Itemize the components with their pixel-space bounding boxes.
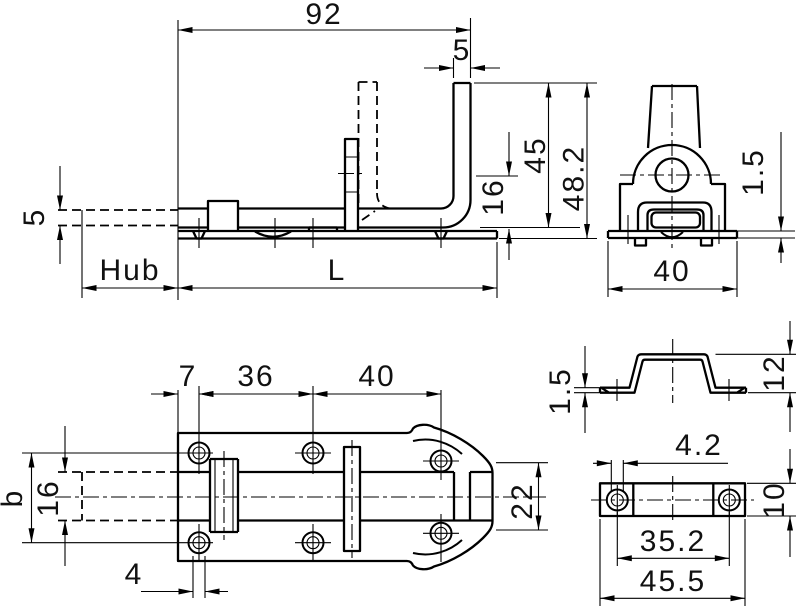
end-centerlines <box>620 84 724 252</box>
staple-plan-centerlines <box>591 476 754 524</box>
dim-92: 92 <box>177 0 472 300</box>
side-dashed-positions <box>58 81 391 227</box>
end-bolt-body <box>606 84 739 247</box>
staple-plan-ticks <box>616 485 730 515</box>
dim-1-5-staple: 1.5 <box>544 346 601 433</box>
dim-label-40-plan: 40 <box>358 360 395 393</box>
side-detail-lines <box>198 156 442 248</box>
dim-1-5-end: 1.5 <box>737 132 784 263</box>
dim-label-L: L <box>328 254 347 287</box>
view-end: 40 1.5 <box>606 84 795 297</box>
dim-label-16-side: 16 <box>477 178 510 215</box>
view-staple-side: 1.5 12 <box>544 321 796 433</box>
view-staple-plan: 4.2 35.2 45.5 10 <box>591 429 796 606</box>
view-side-elevation: 92 5 45 48.2 16 <box>18 0 597 300</box>
end-detail-lines <box>627 215 795 244</box>
staple-plan-dimensions: 4.2 35.2 45.5 10 <box>593 429 796 606</box>
dim-label-4: 4 <box>125 558 144 591</box>
dim-label-48-2: 48.2 <box>558 145 591 211</box>
dim-hub: Hub <box>81 210 178 298</box>
dim-label-45: 45 <box>519 136 552 173</box>
dim-48-2: 48.2 <box>499 83 597 240</box>
dim-label-1-5-end: 1.5 <box>737 148 770 196</box>
dim-label-5-handle: 5 <box>453 34 472 67</box>
dim-label-12: 12 <box>758 354 791 391</box>
dim-label-b: b <box>0 489 29 508</box>
dim-label-35-2: 35.2 <box>640 525 706 558</box>
plan-centerlines <box>55 440 546 558</box>
dim-label-4-2: 4.2 <box>675 429 723 462</box>
dim-label-92: 92 <box>305 0 342 31</box>
dim-label-40-end: 40 <box>653 255 690 288</box>
end-dimensions: 40 1.5 <box>607 132 784 297</box>
dim-16-side: 16 <box>476 132 518 260</box>
dim-L: L <box>178 242 498 298</box>
dim-label-45-5: 45.5 <box>640 565 706 598</box>
dim-4-2: 4.2 <box>593 429 728 492</box>
dim-45: 45 <box>474 82 597 229</box>
side-dimensions: 92 5 45 48.2 16 <box>18 0 597 300</box>
dim-label-hub: Hub <box>99 254 160 287</box>
dim-label-22: 22 <box>506 482 539 519</box>
dim-label-7: 7 <box>179 360 198 393</box>
plan-dashed-bolt-extended <box>58 471 178 522</box>
dim-40-plan: 40 <box>313 360 441 397</box>
dim-16-plan: 16 <box>32 426 68 566</box>
dim-5-rod: 5 <box>18 166 63 264</box>
dim-12: 12 <box>715 321 796 432</box>
dim-5-handle: 5 <box>424 34 500 78</box>
dim-label-16-plan: 16 <box>32 479 65 516</box>
plan-bolt-body <box>176 423 494 571</box>
plan-dimensions: 7 36 40 b 16 4 <box>0 360 548 598</box>
dim-b: b <box>0 453 35 543</box>
staple-side-ticks <box>616 379 730 401</box>
dim-10: 10 <box>747 449 796 557</box>
plan-head-inner-arcs <box>412 438 463 556</box>
staple-side-dimensions: 1.5 12 <box>544 321 796 433</box>
plan-detail-lines <box>22 386 459 562</box>
dim-label-36: 36 <box>237 360 274 393</box>
dim-22: 22 <box>496 462 548 531</box>
dim-40-end: 40 <box>607 241 738 297</box>
dim-label-10: 10 <box>758 481 791 518</box>
dim-label-5-rod: 5 <box>18 208 51 227</box>
dim-45-5: 45.5 <box>599 519 746 606</box>
dim-label-1-5-staple: 1.5 <box>544 367 577 415</box>
dim-4: 4 <box>125 556 228 598</box>
view-plan: 7 36 40 b 16 4 <box>0 360 548 598</box>
dim-35-2: 35.2 <box>616 512 730 566</box>
dim-36: 36 <box>199 360 313 397</box>
